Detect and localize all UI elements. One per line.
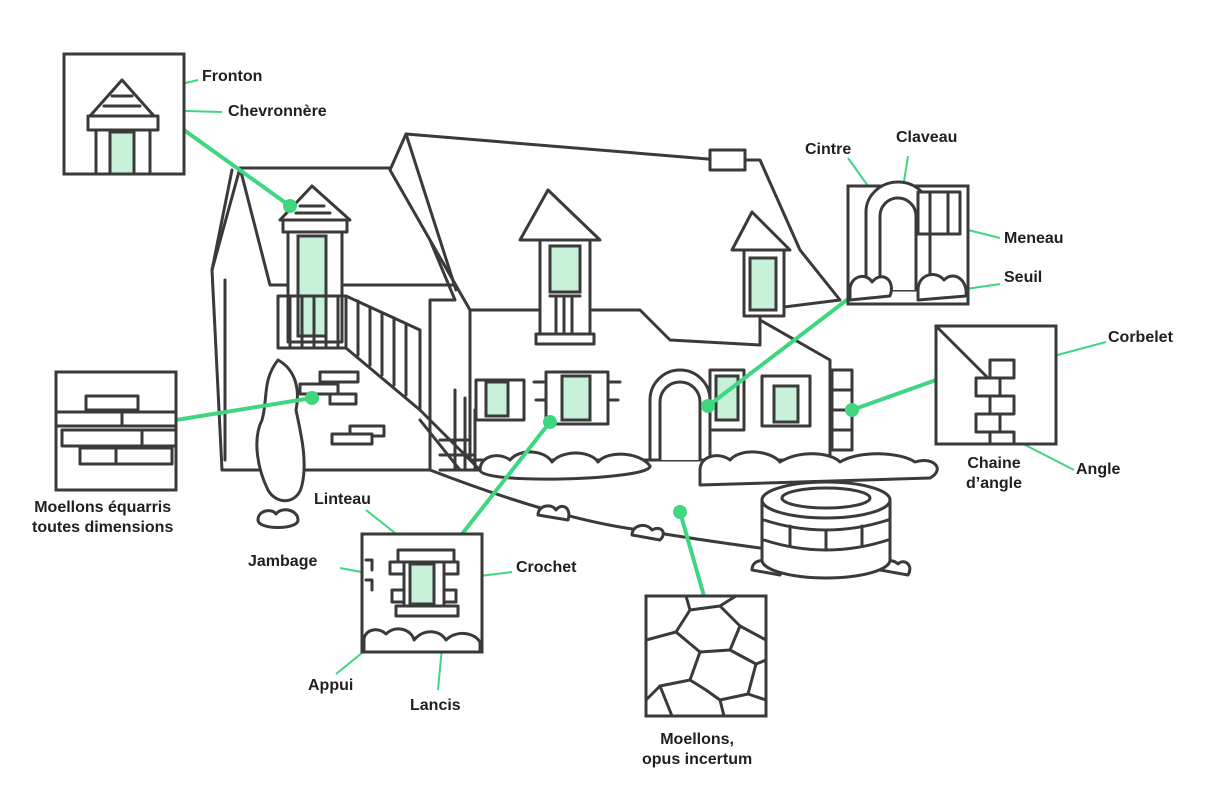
stone-well bbox=[760, 480, 892, 580]
main-walls bbox=[468, 308, 854, 462]
label-seuil: Seuil bbox=[1004, 269, 1043, 286]
label-lancis: Lancis bbox=[410, 697, 461, 714]
label-jambage: Jambage bbox=[248, 553, 318, 570]
marker-window bbox=[543, 415, 557, 429]
marker-opus bbox=[673, 505, 687, 519]
label-appui: Appui bbox=[308, 677, 354, 694]
inset-corner bbox=[934, 324, 1058, 446]
label-claveau: Claveau bbox=[896, 129, 958, 146]
label-chevronnere: Chevronnère bbox=[228, 103, 327, 120]
inset-window bbox=[360, 532, 484, 654]
inset-opus bbox=[644, 594, 768, 718]
main-roof bbox=[388, 132, 842, 347]
gable-dormer bbox=[278, 184, 352, 344]
label-chaine-angle: Chaine d’angle bbox=[966, 455, 1023, 492]
label-corbelet: Corbelet bbox=[1108, 329, 1173, 346]
marker-moellons-equarris bbox=[305, 391, 319, 405]
label-cintre: Cintre bbox=[805, 141, 852, 158]
stair-railing bbox=[276, 294, 482, 472]
marker-fronton bbox=[283, 199, 297, 213]
label-moellons-equarris: Moellons équarris toutes dimensions bbox=[32, 499, 174, 536]
main-dormer-left bbox=[518, 188, 602, 346]
label-moellons-opus: Moellons, opus incertum bbox=[642, 731, 753, 768]
inset-fronton bbox=[62, 52, 186, 176]
main-dormer-right bbox=[730, 210, 792, 318]
label-fronton: Fronton bbox=[202, 68, 263, 85]
marker-door bbox=[701, 399, 715, 413]
label-crochet: Crochet bbox=[516, 559, 577, 576]
inset-door bbox=[846, 180, 970, 306]
cypress-tree bbox=[255, 358, 306, 529]
label-meneau: Meneau bbox=[1004, 230, 1064, 247]
marker-chaine-angle bbox=[845, 403, 859, 417]
left-wall-stones bbox=[298, 370, 386, 446]
label-linteau: Linteau bbox=[314, 491, 371, 508]
inset-equarris bbox=[54, 370, 178, 492]
label-angle: Angle bbox=[1076, 461, 1121, 478]
